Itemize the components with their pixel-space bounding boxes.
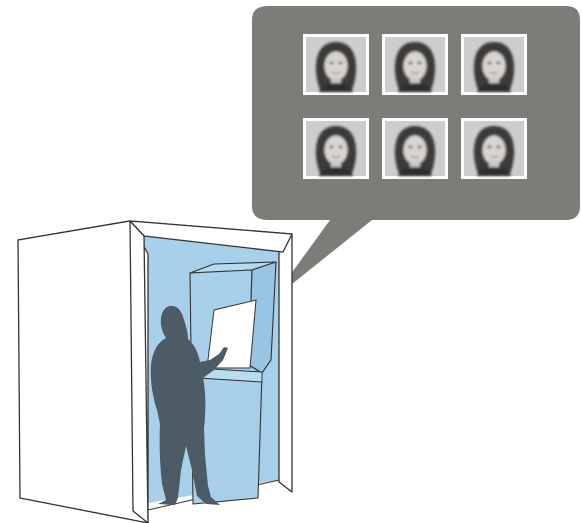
portrait-photo-icon: [461, 118, 527, 179]
portrait-photo-icon: [303, 118, 369, 179]
booth-front-pillar: [279, 234, 292, 492]
portrait-photo-icon: [382, 118, 448, 179]
booth-left-wall: [18, 221, 148, 523]
portrait-photo-icon: [382, 34, 448, 95]
portrait-photo-icon: [461, 34, 527, 95]
portrait-photo-icon: [303, 34, 369, 95]
photo-booth-icon: [18, 221, 292, 523]
